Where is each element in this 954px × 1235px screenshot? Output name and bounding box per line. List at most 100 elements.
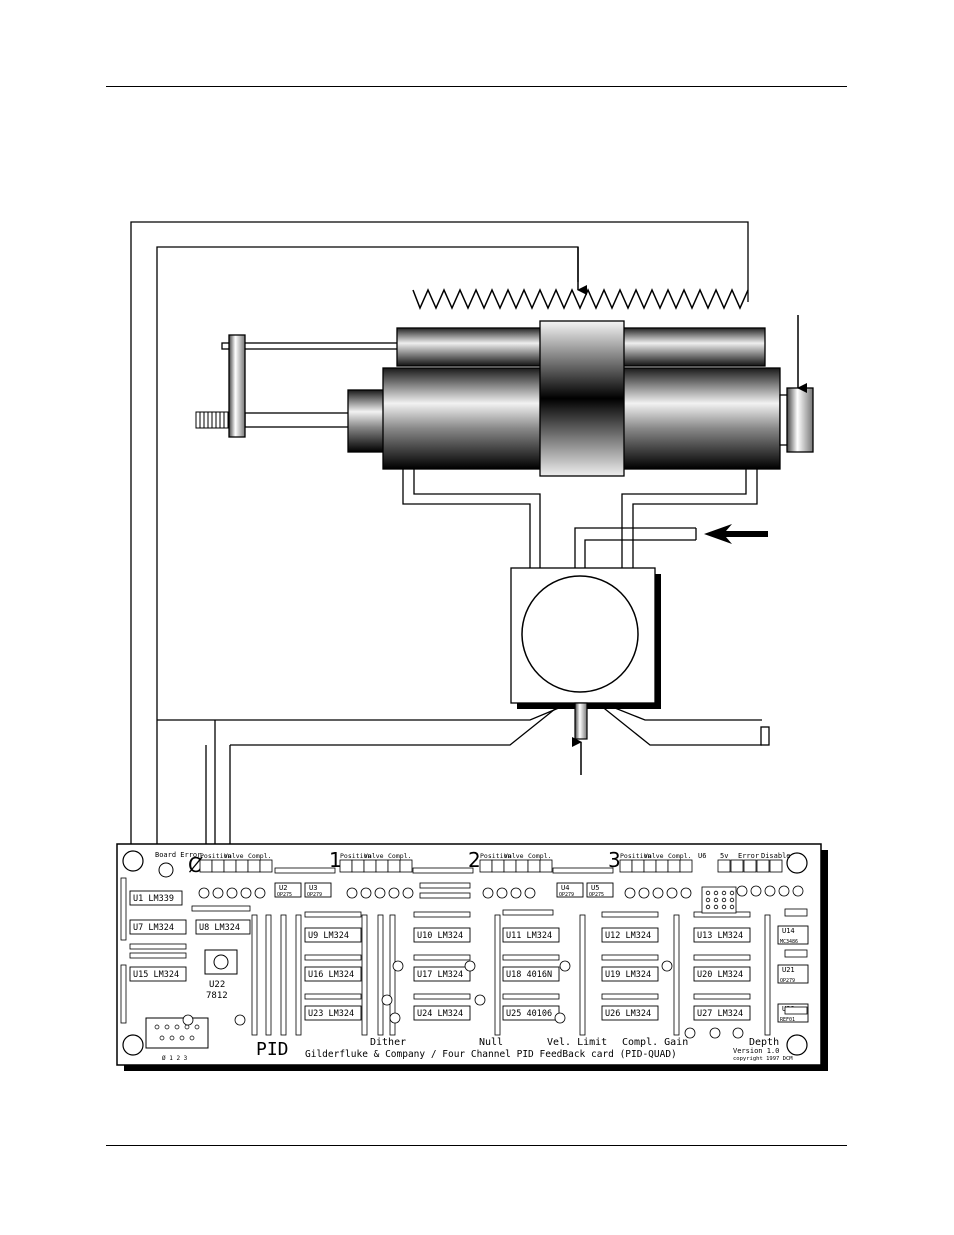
svg-text:U15 LM324: U15 LM324 [133,970,179,980]
component-pad [736,885,748,897]
component-pad [732,1027,744,1039]
svg-text:U5: U5 [591,884,599,892]
svg-text:U7 LM324: U7 LM324 [133,923,174,933]
svg-text:U4: U4 [561,884,569,892]
footer-rule [106,1145,847,1146]
screw-terminal [655,859,669,873]
terminal-label: Position [340,852,371,860]
component-pad [750,885,762,897]
component-pad [198,887,210,899]
board-title: PID [256,1039,289,1060]
dip-pin [729,897,735,903]
svg-text:U1 LM339: U1 LM339 [133,894,174,904]
svg-text:U22: U22 [209,980,225,990]
screw-terminal [375,859,389,873]
screw-terminal [527,859,541,873]
component-pad [559,960,571,972]
svg-text:U17 LM324: U17 LM324 [417,970,463,980]
svg-text:U24 LM324: U24 LM324 [417,1009,463,1019]
chip-u13: U13 LM324 [693,927,751,943]
component-pad [389,1012,401,1024]
terminal-label: Position [200,852,231,860]
screw-terminal [211,859,225,873]
svg-text:OP279: OP279 [559,892,574,898]
component-pad [524,887,536,899]
component-pad [212,887,224,899]
dip-pin [705,890,711,896]
depth-label: Depth [749,1037,779,1048]
compl-gain-label: Compl. Gain [622,1037,688,1048]
component-pad [666,887,678,899]
version-label: Version 1.0 [733,1047,779,1055]
channel-1-label: 1 [329,848,342,872]
error-terminal-label: Error [738,852,759,860]
svg-text:7812: 7812 [206,991,228,1001]
svg-text:OP275: OP275 [277,892,292,898]
svg-text:U18 4016N: U18 4016N [506,970,552,980]
chip-u9: U9 LM324 [304,927,362,943]
null-label: Null [479,1037,503,1048]
component-pad [254,887,266,899]
dip-pin [729,890,735,896]
svg-text:MC3486: MC3486 [780,939,798,945]
chip-u8: U8 LM324 [195,919,251,935]
chip-u1: U1 LM339 [129,890,183,906]
screw-terminal [503,859,517,873]
copyright-label: copyright 1997 DCM [733,1056,793,1062]
header-rule [106,86,847,87]
hydraulic-cylinder [195,315,814,477]
svg-text:U26 LM324: U26 LM324 [605,1009,651,1019]
dip-pin [713,904,719,910]
wire-plug [760,726,770,746]
component-pad [709,1027,721,1039]
svg-text:U2: U2 [279,884,287,892]
u6-label: U6 [698,852,706,860]
svg-text:U16 LM324: U16 LM324 [308,970,354,980]
screw-terminal [619,859,633,873]
hydraulic-lines [402,469,758,568]
svg-text:U20 LM324: U20 LM324 [697,970,743,980]
chip-u17: U17 LM324 [413,966,471,982]
component-pad [680,887,692,899]
component-pad [510,887,522,899]
chip-u25: U25 40106 [502,1005,560,1021]
disable-terminal-label: Disable [761,852,791,860]
dither-label: Dither [370,1037,406,1048]
svg-text:U8 LM324: U8 LM324 [199,923,240,933]
svg-text:U25 40106: U25 40106 [506,1009,552,1019]
chip-u19: U19 LM324 [601,966,659,982]
component-pad [778,885,790,897]
component-pad [624,887,636,899]
terminal-label: Position [480,852,511,860]
screw-terminal [399,859,413,873]
screw-terminal [363,859,377,873]
screw-terminal [235,859,249,873]
svg-text:OP275: OP275 [589,892,604,898]
component-pad [474,994,486,1006]
channel-3-label: 3 [608,848,621,872]
component-pad [496,887,508,899]
component-pad [792,885,804,897]
terminal-label: Valve [504,852,524,860]
component-pad [388,887,400,899]
screw-terminal [339,859,353,873]
terminal-label: Valve [364,852,384,860]
component-pad [374,887,386,899]
servo-valve [510,567,661,775]
dip-pin [721,904,727,910]
dip-pin [721,890,727,896]
screw-terminal [351,859,365,873]
dip-pin [729,904,735,910]
chip-u23: U23 LM324 [304,1005,362,1021]
terminal-label: Position [620,852,651,860]
svg-text:U3: U3 [309,884,317,892]
component-pad [554,1012,566,1024]
component-pad [360,887,372,899]
screw-terminal [631,859,645,873]
